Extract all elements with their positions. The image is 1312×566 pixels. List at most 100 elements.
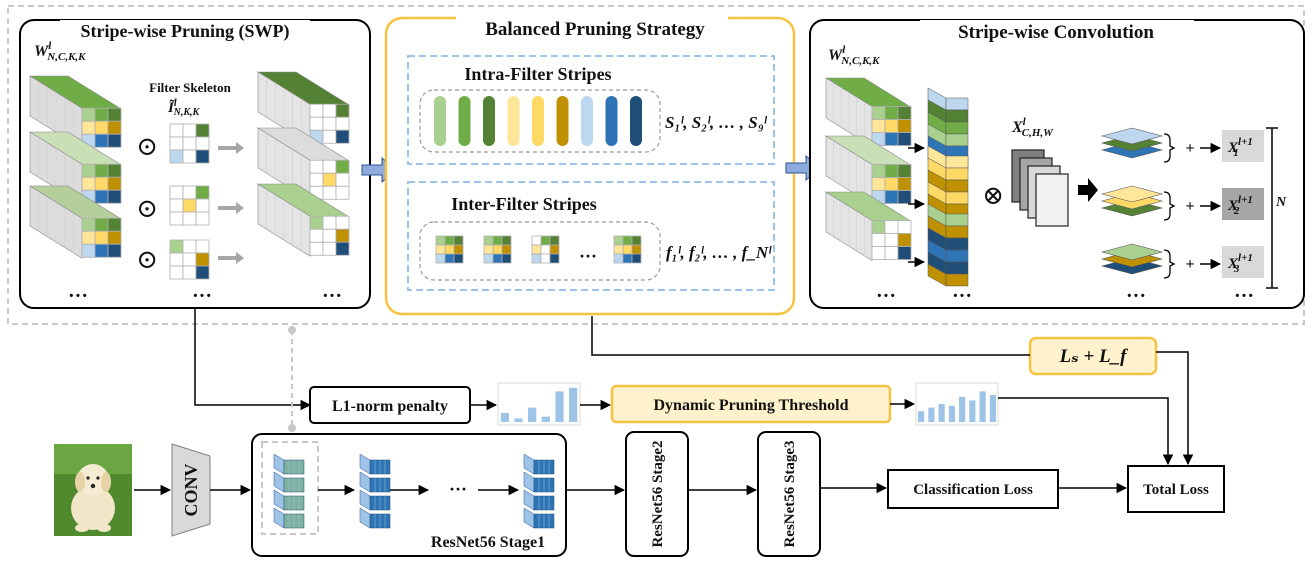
stage2-box xyxy=(625,431,689,557)
pruned-cuboid-3 xyxy=(256,183,350,257)
input-feature-maps xyxy=(1011,149,1069,227)
input-dog-image xyxy=(54,444,132,536)
stripe-pill-7 xyxy=(581,96,593,146)
hist2-bar-4 xyxy=(948,405,955,422)
dynamic-threshold-label: Dynamic Pruning Threshold xyxy=(653,397,848,414)
inter-formula: f₁ˡ, f₂ˡ, … , f_Nˡ xyxy=(666,243,772,262)
skeleton-grid-1 xyxy=(169,123,210,164)
loss-to-total-line xyxy=(1156,351,1194,466)
intra-box xyxy=(407,55,775,165)
stage2-label: ResNet56 Stage2 xyxy=(650,440,666,547)
weight-cuboid-1 xyxy=(28,75,122,149)
swp-ellipsis-2: ··· xyxy=(192,285,212,307)
output-layers-2 xyxy=(1100,185,1164,217)
ls-lf-label: Lₛ + L_f xyxy=(1059,346,1129,367)
inter-filter-grids xyxy=(435,235,642,264)
output-layer-stacks xyxy=(1100,127,1164,275)
stage1-selected-block xyxy=(261,441,319,535)
stage3-label: ResNet56 Stage3 xyxy=(782,440,798,547)
skeleton-grid-3 xyxy=(169,239,210,280)
gray-arrow-3 xyxy=(218,252,244,264)
inter-box xyxy=(407,181,775,291)
inter-filter-grid-3 xyxy=(531,235,560,264)
swc-title: Stripe-wise Convolution xyxy=(958,22,1154,43)
intra-title: Intra-Filter Stripes xyxy=(464,64,611,84)
classification-loss-box xyxy=(887,469,1059,509)
stage1-box xyxy=(251,433,567,557)
inter-filter-grid-4 xyxy=(613,235,642,264)
filter-skeleton-label: Filter Skeleton xyxy=(149,80,231,95)
gray-arrow-1 xyxy=(218,142,244,154)
gray-arrow-2 xyxy=(218,202,244,214)
filter-skeleton-grids xyxy=(169,123,210,280)
swc-weight-stack xyxy=(824,77,926,268)
weight-cuboid-2 xyxy=(28,131,122,205)
intra-stripe-pills xyxy=(434,96,642,146)
stage1-block-2 xyxy=(359,453,391,529)
threshold-to-total-line xyxy=(998,397,1174,466)
conv-block xyxy=(171,443,211,537)
skeleton-grid-2 xyxy=(169,185,210,226)
histogram-1 xyxy=(497,382,581,426)
swp-title: Stripe-wise Pruning (SWP) xyxy=(81,21,290,42)
odot-2: ⊙ xyxy=(136,194,158,223)
output-box-2 xyxy=(1222,188,1264,220)
swc-cuboid-2 xyxy=(824,135,912,206)
histogram-2-bars xyxy=(918,391,996,422)
total-loss-box xyxy=(1127,465,1225,513)
stripe-pill-8 xyxy=(605,96,618,146)
swp-to-l1-line xyxy=(194,308,312,411)
classification-loss-label: Classification Loss xyxy=(913,482,1033,498)
stripe-pill-1 xyxy=(434,96,446,146)
odot-1: ⊙ xyxy=(136,132,158,161)
hist1-bar-2 xyxy=(514,418,523,422)
stripe-pill-4 xyxy=(507,96,520,146)
inter-title: Inter-Filter Stripes xyxy=(451,194,596,214)
output-box-3 xyxy=(1222,246,1264,278)
stripe-pill-9 xyxy=(630,96,642,146)
hist1-bar-4 xyxy=(541,416,550,422)
stripe-columns xyxy=(927,87,969,287)
stage1-block-3 xyxy=(523,453,555,529)
output-layers-3 xyxy=(1100,243,1164,275)
swp-ellipsis-3: ··· xyxy=(322,285,342,307)
stripe-band-3 xyxy=(927,203,969,287)
inter-ellipsis: ··· xyxy=(579,246,597,266)
pruned-weight-stack xyxy=(256,71,350,257)
swc-cuboid-3 xyxy=(824,191,912,262)
hist2-bar-8 xyxy=(989,395,996,422)
odot-3: ⊙ xyxy=(136,245,158,274)
inter-filter-grid-1 xyxy=(435,235,464,264)
stripe-pill-3 xyxy=(483,96,495,146)
swc-ellipsis-2: ··· xyxy=(952,285,972,307)
n-label: N xyxy=(1275,195,1287,210)
hist2-bar-7 xyxy=(979,391,986,422)
stage1-ellipsis: ··· xyxy=(449,479,467,499)
swc-cuboid-1 xyxy=(824,77,912,148)
pruned-cuboid-1 xyxy=(256,71,350,145)
l1-penalty-label: L1-norm penalty xyxy=(332,398,448,415)
swc-ellipsis-1: ··· xyxy=(876,285,896,307)
conv-label: CONV xyxy=(181,464,201,517)
hist2-bar-6 xyxy=(969,400,976,422)
stage1-block-1 xyxy=(273,453,305,529)
hist2-bar-3 xyxy=(938,404,945,422)
stripe-pill-2 xyxy=(458,96,471,146)
weight-cuboid-3 xyxy=(28,185,122,259)
stage1-residual-blocks xyxy=(273,453,555,529)
pruned-cuboid-2 xyxy=(256,127,350,201)
hist1-bar-3 xyxy=(528,407,537,422)
inter-filters-frame xyxy=(419,221,661,281)
weight-tensor-stack xyxy=(28,75,122,259)
